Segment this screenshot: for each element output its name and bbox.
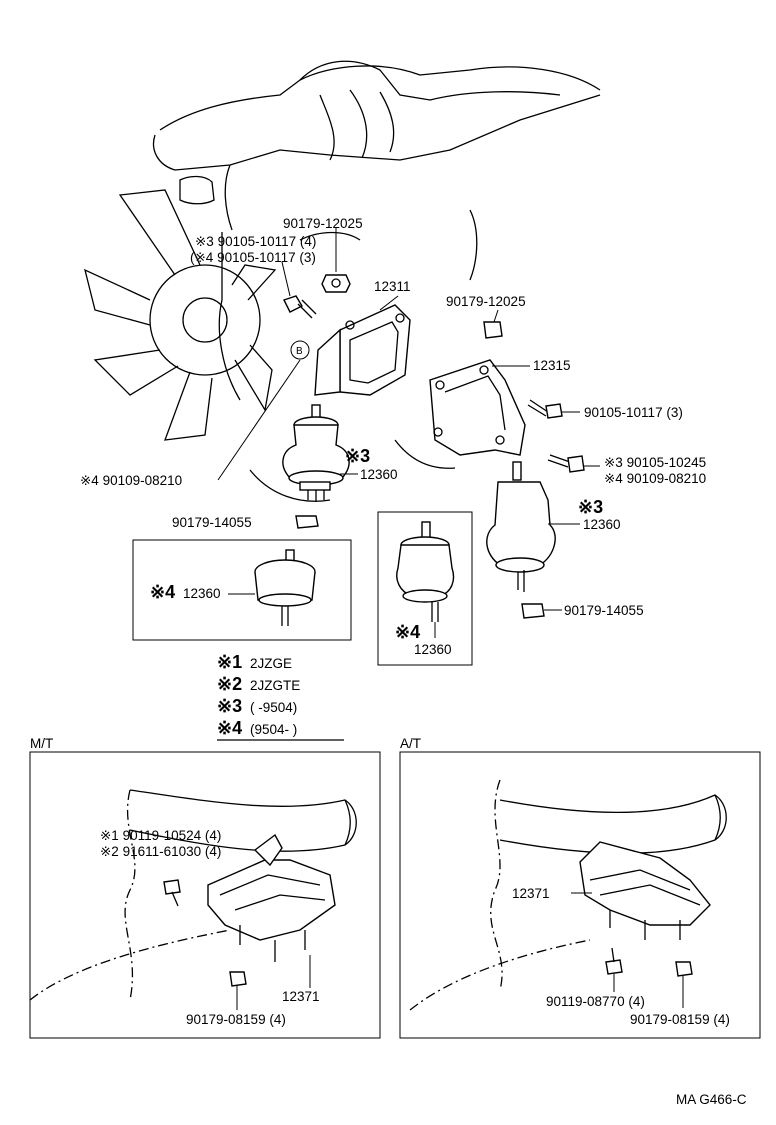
engine-mount-left-icon	[282, 404, 350, 502]
mt-part-label: 12371	[282, 989, 320, 1004]
bolt-top-left-icon	[283, 295, 317, 319]
label-box-left-mark: ※4	[150, 582, 175, 602]
at-title: A/T	[400, 736, 421, 751]
legend: ※1 2JZGE ※2 2JZGTE ※3 ( -9504) ※4 (9504-…	[217, 652, 344, 741]
mt-title: M/T	[30, 736, 53, 751]
legend-text-2: 2JZGTE	[250, 678, 300, 693]
mt-mount-12371-icon	[207, 833, 336, 962]
at-bolt-icon	[605, 947, 623, 975]
label-box-mid-part: 12360	[414, 642, 452, 657]
nut-left-mount-icon	[295, 515, 319, 529]
label-12360-left: 12360	[360, 467, 398, 482]
at-part-label: 12371	[512, 886, 550, 901]
label-s4-bolt: (※4 90105-10117 (3)	[190, 250, 316, 265]
label-box-left-part: 12360	[183, 586, 221, 601]
legend-text-1: 2JZGE	[250, 656, 292, 671]
mt-transmission-outline	[29, 789, 357, 1001]
legend-text-3: ( -9504)	[250, 700, 297, 715]
legend-mark-4: ※4	[217, 718, 242, 738]
bolt-right-1-icon	[527, 399, 563, 419]
legend-mark-3: ※3	[217, 696, 242, 716]
engine-outline	[152, 60, 601, 502]
label-12311: 12311	[374, 279, 411, 294]
engine-mount-box-left-icon	[254, 549, 316, 626]
at-frame	[399, 751, 761, 1039]
at-mount-12371-icon	[579, 841, 711, 940]
legend-mark-2: ※2	[217, 674, 242, 694]
label-90179-12025-a: 90179-12025	[283, 216, 363, 231]
label-s3-left: ※3	[345, 446, 370, 466]
bracket-12311-icon	[314, 304, 411, 396]
label-s4-90109-08210-right: ※4 90109-08210	[604, 471, 706, 486]
at-nut-icon	[675, 961, 693, 977]
bracket-12315-icon	[429, 359, 526, 456]
label-s3-right: ※3	[578, 497, 603, 517]
nut-top-icon	[321, 274, 351, 293]
label-s3-90105-10245: ※3 90105-10245	[604, 455, 706, 470]
mt-nut-icon	[229, 971, 247, 987]
label-90105-10117-3: 90105-10117 (3)	[584, 405, 683, 420]
engine-mount-box-middle-icon	[396, 521, 455, 622]
box-left-frame	[132, 539, 352, 641]
legend-text-4: (9504- )	[250, 722, 297, 737]
mt-frame	[29, 751, 381, 1039]
bolt-right-2-icon	[547, 454, 585, 473]
label-b-marker: B	[296, 346, 303, 357]
mt-nut-label: 90179-08159 (4)	[186, 1012, 286, 1027]
legend-mark-1: ※1	[217, 652, 242, 672]
nut-right-mount-icon	[521, 603, 545, 619]
label-box-mid-mark: ※4	[395, 622, 420, 642]
engine-mount-right-icon	[486, 461, 556, 592]
at-nut-label: 90179-08159 (4)	[630, 1012, 730, 1027]
at-bolt-label: 90119-08770 (4)	[546, 994, 645, 1009]
nut-12315-icon	[483, 321, 503, 339]
label-s4-90109-08210: ※4 90109-08210	[80, 473, 182, 488]
label-90179-12025-b: 90179-12025	[446, 294, 526, 309]
label-12315: 12315	[533, 358, 571, 373]
reference-b-marker	[290, 340, 310, 360]
box-middle-frame	[377, 511, 473, 666]
diagram-code: MA G466-C	[676, 1092, 747, 1107]
mt-bolt2-label: ※2 91611-61030 (4)	[100, 844, 221, 859]
label-90179-14055-right: 90179-14055	[564, 603, 644, 618]
label-s3-bolt: ※3 90105-10117 (4)	[195, 234, 316, 249]
label-90179-14055-left: 90179-14055	[172, 515, 252, 530]
label-12360-right: 12360	[583, 517, 621, 532]
mt-bolt1-label: ※1 90119-10524 (4)	[100, 828, 221, 843]
fan-icon	[84, 189, 277, 441]
mt-bolt-icon	[163, 879, 181, 907]
